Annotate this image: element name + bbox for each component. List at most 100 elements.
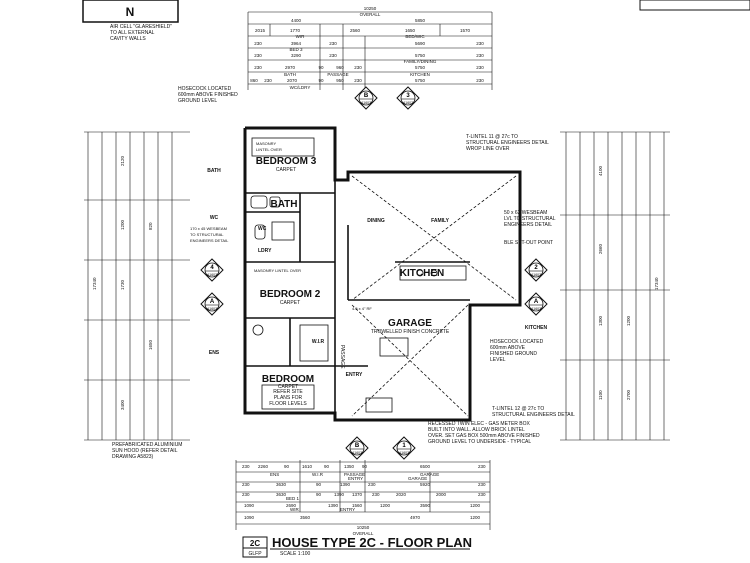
svg-text:90: 90 [324, 464, 330, 469]
section-marker-ref: A1603 [352, 451, 362, 455]
section-marker-ref: A1603 [531, 307, 541, 311]
top-label-bedwic: BED/WIC [405, 34, 425, 39]
svg-text:RECESSED TWIN ELEC - GAS METER: RECESSED TWIN ELEC - GAS METER BOX [428, 421, 531, 427]
svg-text:2660: 2660 [598, 243, 603, 254]
svg-text:230: 230 [478, 464, 486, 469]
svg-text:90: 90 [316, 492, 322, 497]
svg-text:1200: 1200 [120, 219, 125, 230]
bath-fixtures [250, 137, 517, 417]
svg-text:LEVEL: LEVEL [490, 357, 506, 363]
top-dim-r8-d: 90 [318, 78, 324, 83]
room-bedroom-1-floor: CARPET [278, 384, 298, 390]
top-dim-4400: 4400 [291, 18, 302, 23]
bottom-dimension-texts: 230 2260 90 1610 90 1350 90 6500 230 ENS… [242, 464, 486, 536]
top-dim-r8-e: 950 [336, 78, 344, 83]
section-marker-ref: A1603 [207, 307, 217, 311]
top-dim-r5-d: 5750 [415, 53, 426, 58]
svg-text:90: 90 [316, 482, 322, 487]
ens-side-label: ENS [209, 350, 220, 356]
room-bedroom-2-floor: CARPET [280, 300, 300, 306]
svg-text:PASSAGE: PASSAGE [344, 472, 365, 477]
section-marker-letter: B [355, 443, 360, 449]
svg-text:1650: 1650 [148, 339, 153, 350]
masonry-note: MASONRY LINTEL OVER [256, 141, 282, 152]
top-dim-r6-a: 230 [254, 65, 262, 70]
svg-text:WROP LINE OVER: WROP LINE OVER [466, 146, 510, 152]
top-dim-r6-c: 90 [318, 65, 324, 70]
top-dim-r8-g: 5750 [415, 78, 426, 83]
top-dim-r6-e: 230 [354, 65, 362, 70]
top-overall-label: OVERALL [360, 12, 381, 17]
lintel-bottom-note: T-LINTEL 12 @ 27c TO STRUCTURAL ENGINEER… [492, 406, 575, 418]
svg-text:1560: 1560 [352, 503, 363, 508]
top-label-bath: BATH [284, 72, 296, 77]
svg-text:TO STRUCTURAL: TO STRUCTURAL [190, 232, 224, 237]
masonry-lintel-box [251, 137, 315, 157]
svg-text:90: 90 [362, 464, 368, 469]
svg-text:SUN HOOD (REFER DETAIL: SUN HOOD (REFER DETAIL [112, 448, 178, 454]
svg-text:1350: 1350 [344, 464, 355, 469]
room-ldry: LDRY [258, 248, 272, 254]
svg-text:HOSECOCK LOCATED: HOSECOCK LOCATED [178, 86, 232, 92]
svg-text:T-LINTEL 11 @ 27c TO: T-LINTEL 11 @ 27c TO [466, 134, 518, 140]
section-marker-letter: 3 [406, 93, 410, 99]
gas-meter-box [379, 337, 409, 357]
svg-text:230: 230 [368, 482, 376, 487]
structural-left-note: 170 x 45 WESBEAM TO STRUCTURAL ENGINEERS… [190, 226, 229, 243]
svg-text:230: 230 [242, 492, 250, 497]
top-dim-r2-d: 1650 [405, 28, 416, 33]
svg-text:T-LINTEL 12 @ 27c TO: T-LINTEL 12 @ 27c TO [492, 406, 544, 412]
svg-text:PREFABRICATED ALUMINIUM: PREFABRICATED ALUMINIUM [112, 442, 182, 448]
svg-text:1370: 1370 [352, 492, 363, 497]
setout-note: BLE SET-OUT POINT [504, 240, 553, 246]
title-code: 2C [250, 539, 260, 548]
svg-text:GROUND LEVEL TO UNDERSIDE - TY: GROUND LEVEL TO UNDERSIDE - TYPICAL [428, 439, 531, 445]
svg-text:HOSECOCK LOCATED: HOSECOCK LOCATED [490, 339, 544, 345]
north-label: N [126, 5, 135, 19]
title-block-frame [242, 536, 470, 558]
north-arrow-box [82, 0, 179, 23]
svg-text:MASONRY: MASONRY [256, 141, 276, 146]
svg-text:1200: 1200 [470, 503, 481, 508]
section-marker-7: B A1603 [345, 436, 369, 460]
svg-text:WIR: WIR [290, 507, 299, 512]
top-dim-r2-c: 2560 [350, 28, 361, 33]
top-label-kitchen: KITCHEN [410, 72, 430, 77]
room-entry: ENTRY [346, 372, 363, 378]
svg-text:3590: 3590 [420, 503, 431, 508]
left-dimension-lines [84, 131, 190, 441]
top-dim-r8-h: 230 [476, 78, 484, 83]
svg-text:OVERALL: OVERALL [353, 531, 374, 536]
room-bath: BATH [270, 199, 297, 210]
svg-text:3630: 3630 [276, 492, 287, 497]
svg-text:1200: 1200 [626, 315, 631, 326]
svg-text:1200: 1200 [470, 515, 481, 520]
svg-text:LVL TO STRUCTURAL: LVL TO STRUCTURAL [504, 216, 556, 222]
svg-text:6500: 6500 [420, 464, 431, 469]
svg-text:1100: 1100 [598, 390, 603, 400]
top-dim-r8-f: 230 [354, 78, 362, 83]
svg-text:BUILT INTO WALL. ALLOW BRICK L: BUILT INTO WALL. ALLOW BRICK LINTEL [428, 427, 525, 433]
svg-text:3560: 3560 [300, 515, 311, 520]
svg-text:FINISHED GROUND: FINISHED GROUND [490, 351, 537, 357]
title-text: HOUSE TYPE 2C - FLOOR PLAN [272, 535, 472, 550]
svg-text:230: 230 [242, 464, 250, 469]
top-overall-value: 10250 [364, 6, 377, 11]
room-bedroom-1: BEDROOM [262, 374, 314, 385]
top-label-bed3: BED 3 [289, 47, 303, 52]
svg-text:17340: 17340 [92, 277, 97, 290]
svg-text:600mm ABOVE: 600mm ABOVE [490, 345, 526, 351]
room-wir: W.I.R [312, 339, 325, 345]
room-dining: DINING [367, 218, 385, 224]
svg-text:820: 820 [148, 222, 153, 230]
svg-text:230: 230 [372, 492, 380, 497]
header-note-1: AIR CELL "GLARESHIELD" [110, 24, 172, 30]
top-dim-r6-d: 960 [336, 65, 344, 70]
top-dim-r5-c: 230 [329, 53, 337, 58]
